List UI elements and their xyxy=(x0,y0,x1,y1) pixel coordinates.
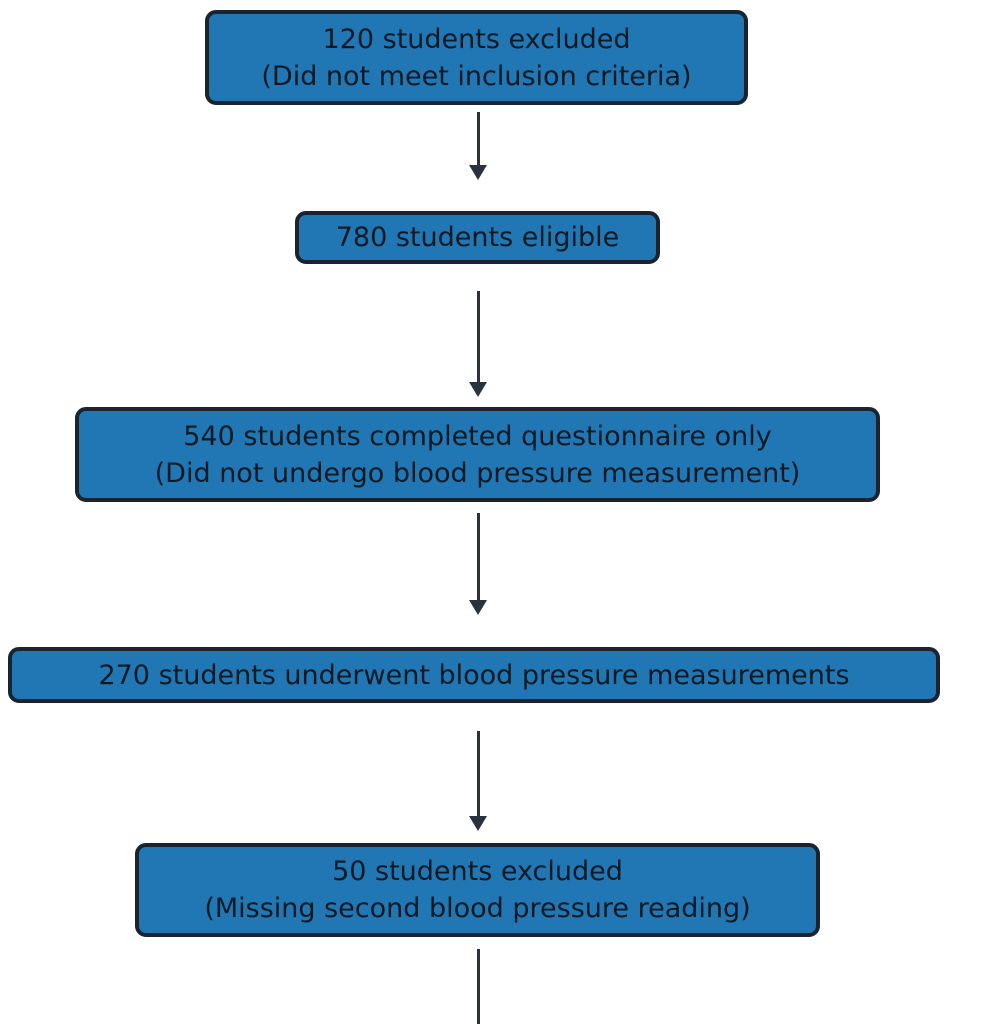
flow-node-questionnaire-only: 540 students completed questionnaire onl… xyxy=(75,407,880,502)
flow-node-excluded-missing-reading: 50 students excluded (Missing second blo… xyxy=(135,843,820,937)
node-text-line: (Missing second blood pressure reading) xyxy=(204,893,751,924)
arrow-head-icon xyxy=(469,600,487,615)
node-text-line: 50 students excluded xyxy=(332,856,623,887)
node-text-line: (Did not undergo blood pressure measurem… xyxy=(154,457,801,489)
flow-node-excluded-initial: 120 students excluded (Did not meet incl… xyxy=(205,10,748,105)
flow-arrow-2 xyxy=(467,291,489,397)
flow-arrow-3 xyxy=(467,513,489,615)
node-text-line: 780 students eligible xyxy=(335,222,620,253)
arrow-shaft xyxy=(476,112,480,165)
arrow-shaft xyxy=(476,513,480,600)
node-text-line: 540 students completed questionnaire onl… xyxy=(183,420,772,452)
arrow-head-icon xyxy=(469,165,487,180)
flow-node-bp-measured: 270 students underwent blood pressure me… xyxy=(8,647,940,703)
arrow-head-icon xyxy=(469,382,487,397)
node-text-line: 270 students underwent blood pressure me… xyxy=(98,659,850,691)
flow-arrow-4 xyxy=(467,731,489,831)
node-text-line: 120 students excluded xyxy=(322,23,631,55)
flow-node-eligible: 780 students eligible xyxy=(295,211,660,264)
flow-arrow-5-partial xyxy=(467,949,489,1024)
flow-arrow-1 xyxy=(467,112,489,180)
arrow-shaft xyxy=(476,291,480,382)
arrow-shaft xyxy=(476,731,480,816)
arrow-head-icon xyxy=(469,816,487,831)
arrow-shaft xyxy=(476,949,480,1024)
node-text-line: (Did not meet inclusion criteria) xyxy=(261,60,692,92)
